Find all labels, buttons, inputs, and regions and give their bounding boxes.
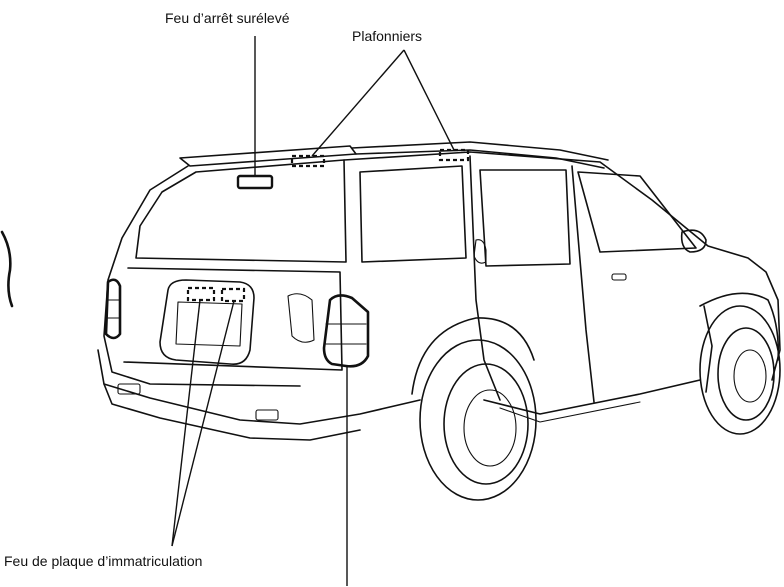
label-dome-lights: Plafonniers (352, 28, 423, 44)
leader-plate-1 (171, 299, 201, 547)
reflector-left (117, 383, 141, 395)
rear-bumper (97, 349, 421, 441)
mirror (680, 229, 707, 253)
high-mount-stop-light-marker (236, 174, 274, 190)
reflector-right (255, 409, 279, 421)
roof-rack (179, 141, 609, 169)
rear-wheel (411, 317, 537, 501)
leader-dome-1 (311, 49, 405, 157)
page-edge-fragment (0, 230, 14, 308)
rear-door-window (479, 169, 571, 267)
leader-lines (171, 36, 455, 586)
quarter-window (359, 165, 467, 263)
license-plate-light-markers (186, 286, 246, 303)
label-license-plate-light: Feu de plaque d’immatriculation (4, 553, 203, 569)
tail-light-right (287, 293, 370, 368)
label-high-mount-stop-light: Feu d’arrêt surélevé (165, 10, 290, 26)
tail-light-left (104, 278, 122, 340)
leader-plate-2 (171, 300, 235, 547)
front-door-window (577, 171, 697, 253)
leader-dome-2 (403, 49, 455, 151)
license-plate-recess (159, 279, 255, 366)
front-wheel (699, 292, 781, 435)
